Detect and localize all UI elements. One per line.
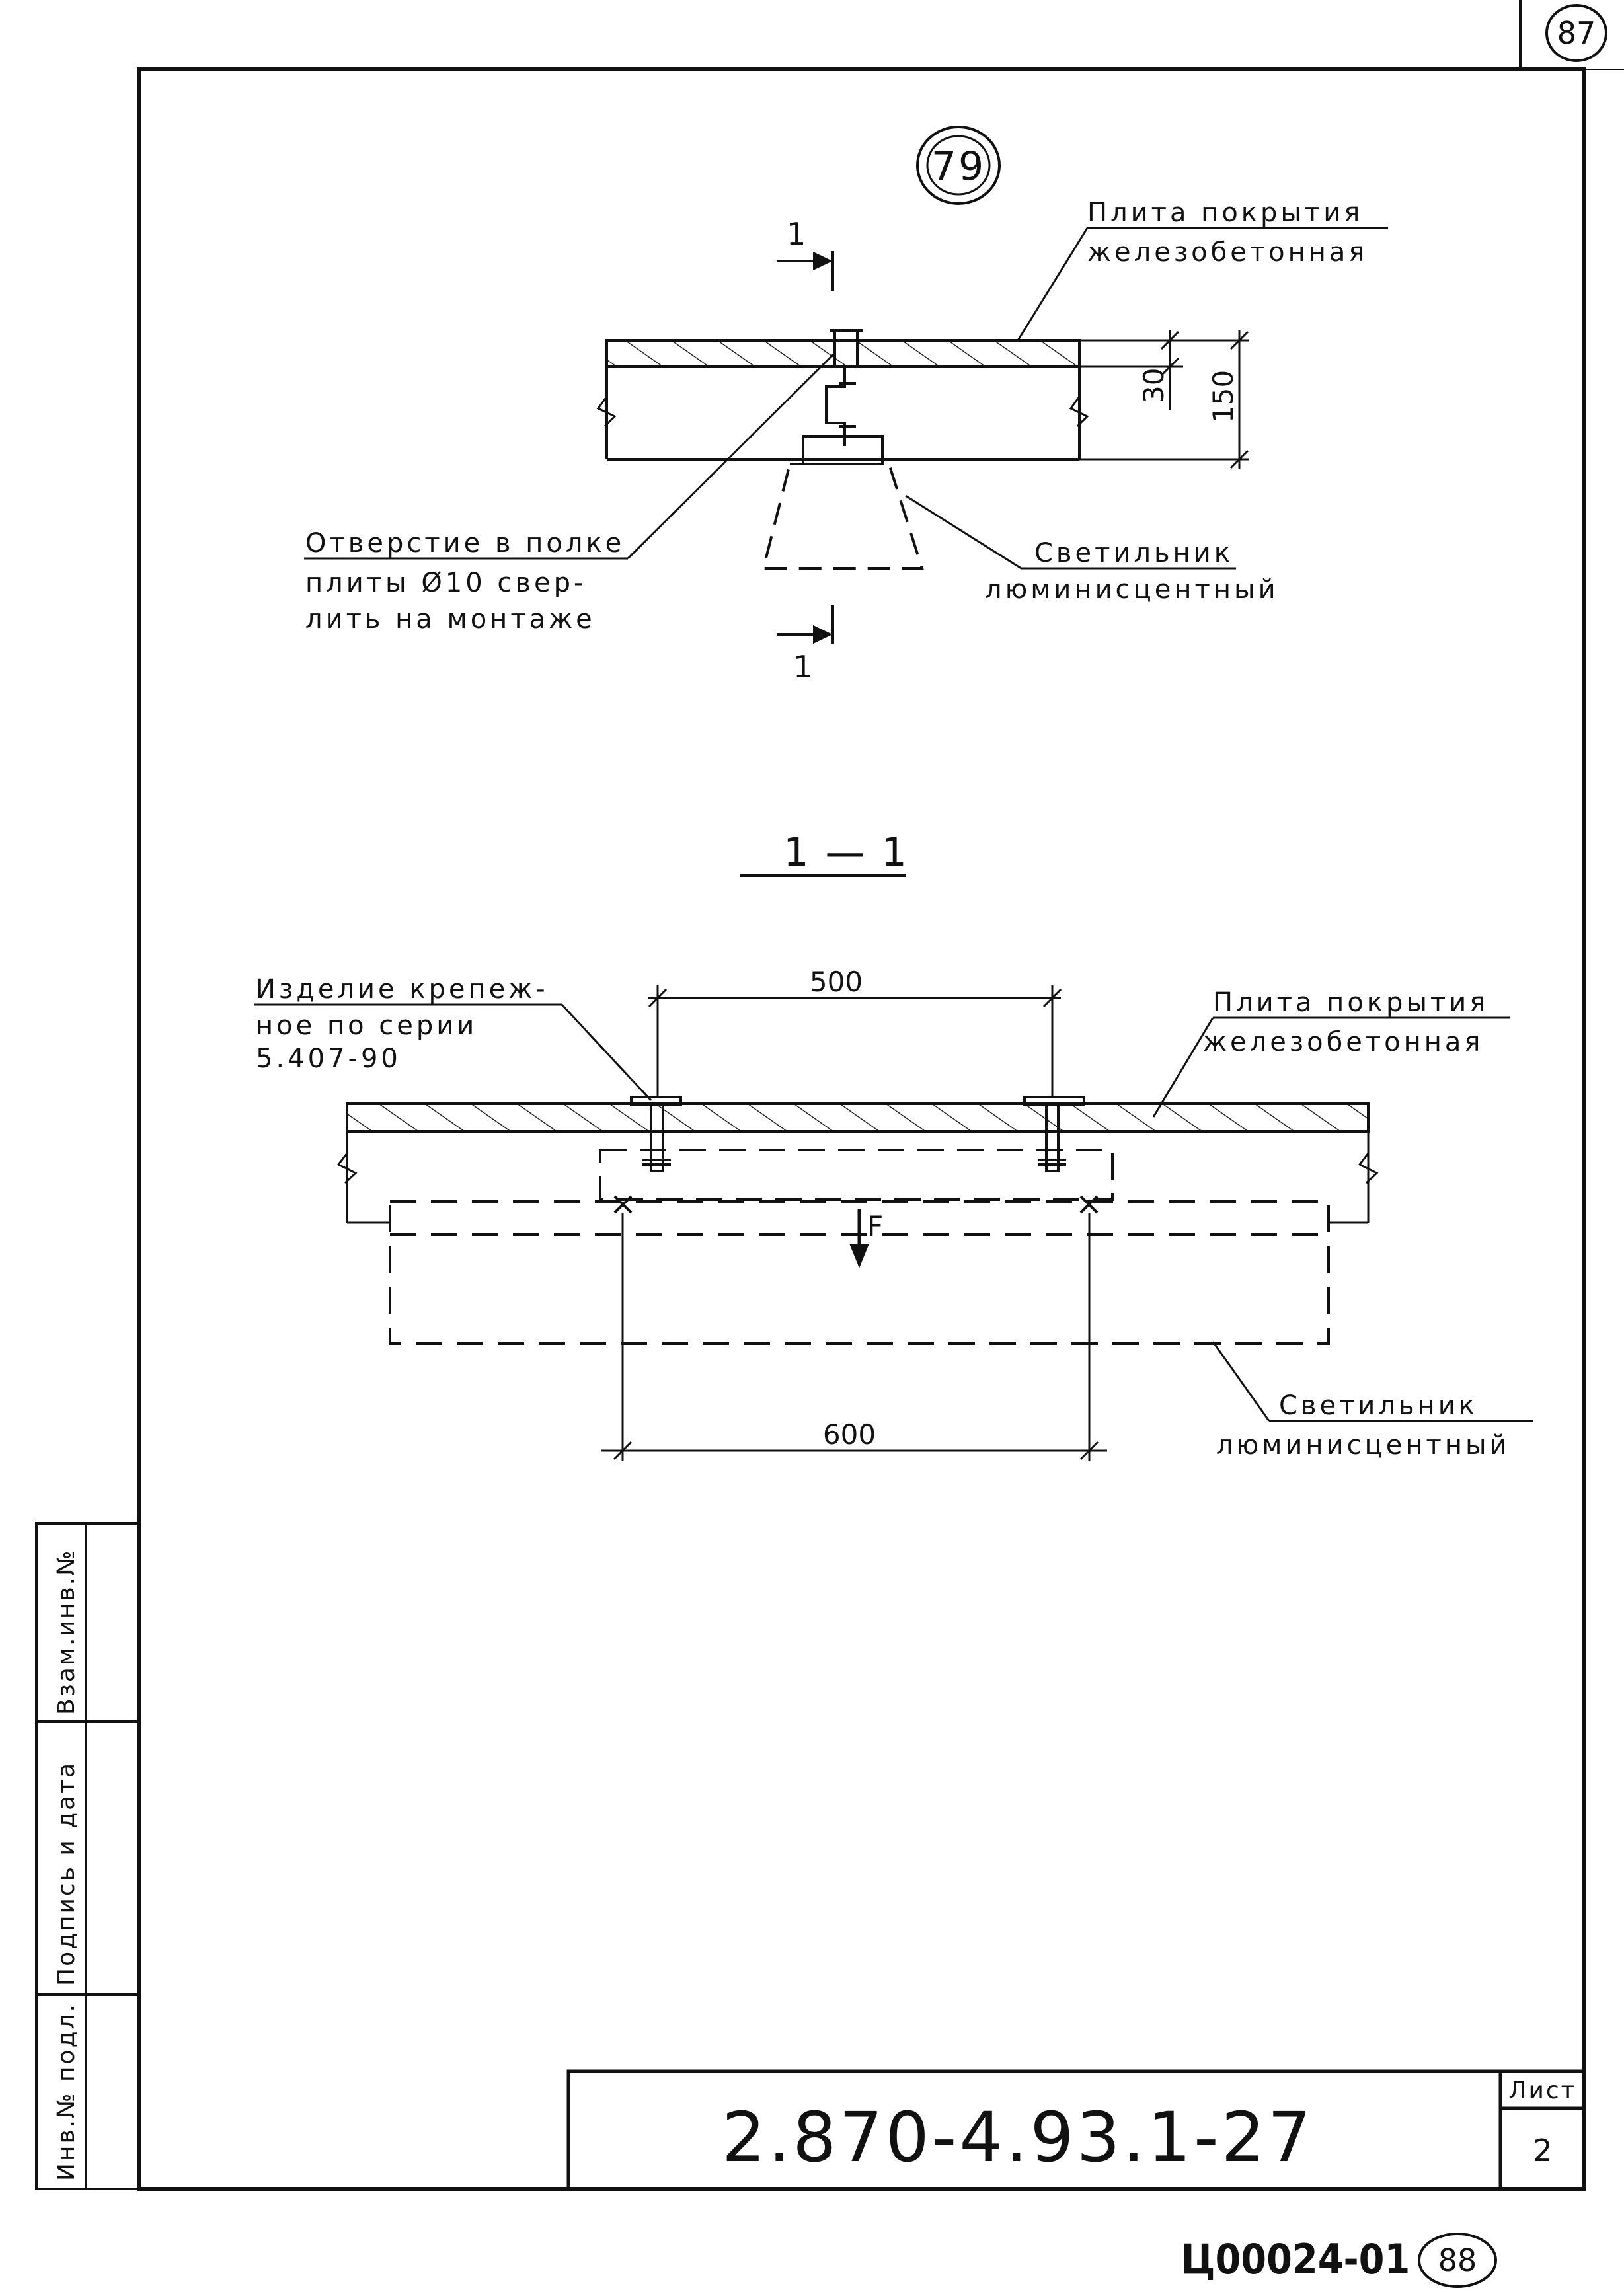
dimension-lines-node (1079, 330, 1249, 469)
section-title: 1 — 1 (783, 829, 909, 876)
node-hole-label-1: Отверстие в полке (305, 528, 625, 558)
side-stamp-signature: Подпись и дата (53, 1761, 80, 1986)
side-stamp-original: Инв.№ подл. (53, 2003, 80, 2181)
sheet-number: 2 (1533, 2133, 1552, 2168)
dimension-500 (648, 985, 1062, 1097)
title-block (566, 2069, 1586, 2191)
side-stamp-replaced: Взам.инв.№ (53, 1548, 80, 1715)
dimension-top: 500 (810, 966, 863, 998)
fixing-bracket (825, 329, 863, 446)
dimension-flange: 30 (1138, 368, 1170, 403)
node-hole-label-2: плиты Ø10 свер- (305, 568, 586, 598)
force-arrow (849, 1209, 869, 1268)
section-lamp-label-1: Светильник (1279, 1391, 1478, 1421)
node-lamp-label-2: люминисцентный (985, 574, 1279, 605)
dimension-bottom: 600 (823, 1418, 876, 1451)
drawing-number: 2.870-4.93.1-27 (722, 2097, 1314, 2178)
section-cut-top (777, 251, 834, 291)
dimension-600 (601, 1213, 1107, 1461)
section-mark-top: 1 (787, 216, 806, 252)
node-slab-label-1: Плита покрытия (1087, 198, 1363, 228)
node-hole-label-3: лить на монтаже (305, 604, 596, 634)
section-mark-bottom: 1 (793, 649, 812, 685)
section-cut-bottom (777, 605, 834, 644)
section-slab-ends (336, 1131, 1379, 1224)
archive-code: Ц00024-01 (1181, 2235, 1411, 2283)
fixing-bolt-right (1023, 1096, 1085, 1172)
archive-badge: 88 (1418, 2233, 1497, 2288)
sheet-frame (137, 0, 1624, 2191)
force-label: F (867, 1210, 883, 1242)
archive-badge-number: 88 (1438, 2242, 1477, 2278)
leaders-section (254, 1003, 1533, 1422)
section-fixing-label-1: Изделие крепеж- (256, 974, 549, 1005)
side-stamp (35, 1522, 140, 2190)
lamp-screws (613, 1195, 1099, 1214)
section-slab-label-1: Плита покрытия (1213, 987, 1489, 1018)
node-slab-label-2: железобетонная (1087, 237, 1368, 268)
slab-flange (605, 339, 1081, 368)
lamp-elevation (761, 435, 924, 570)
node-lamp-label-1: Светильник (1034, 538, 1233, 568)
node-number: 79 (931, 143, 986, 190)
section-slab-label-2: железобетонная (1203, 1027, 1484, 1057)
leaders-node (304, 227, 1388, 570)
slab-outline (596, 367, 1089, 461)
section-lamp-label-2: люминисцентный (1216, 1430, 1510, 1461)
page-number-badge: 87 (1545, 4, 1607, 62)
sheet-label: Лист (1508, 2077, 1576, 2104)
section-slab (346, 1102, 1370, 1133)
mounting-rail (599, 1149, 1114, 1201)
fixing-bolt-left (630, 1096, 682, 1172)
section-fixing-label-2: ное по серии (256, 1011, 477, 1041)
section-fixing-label-3: 5.407-90 (256, 1044, 401, 1074)
page-number: 87 (1557, 15, 1596, 51)
node-marker: 79 (916, 126, 1001, 205)
dimension-slab: 150 (1207, 370, 1239, 423)
